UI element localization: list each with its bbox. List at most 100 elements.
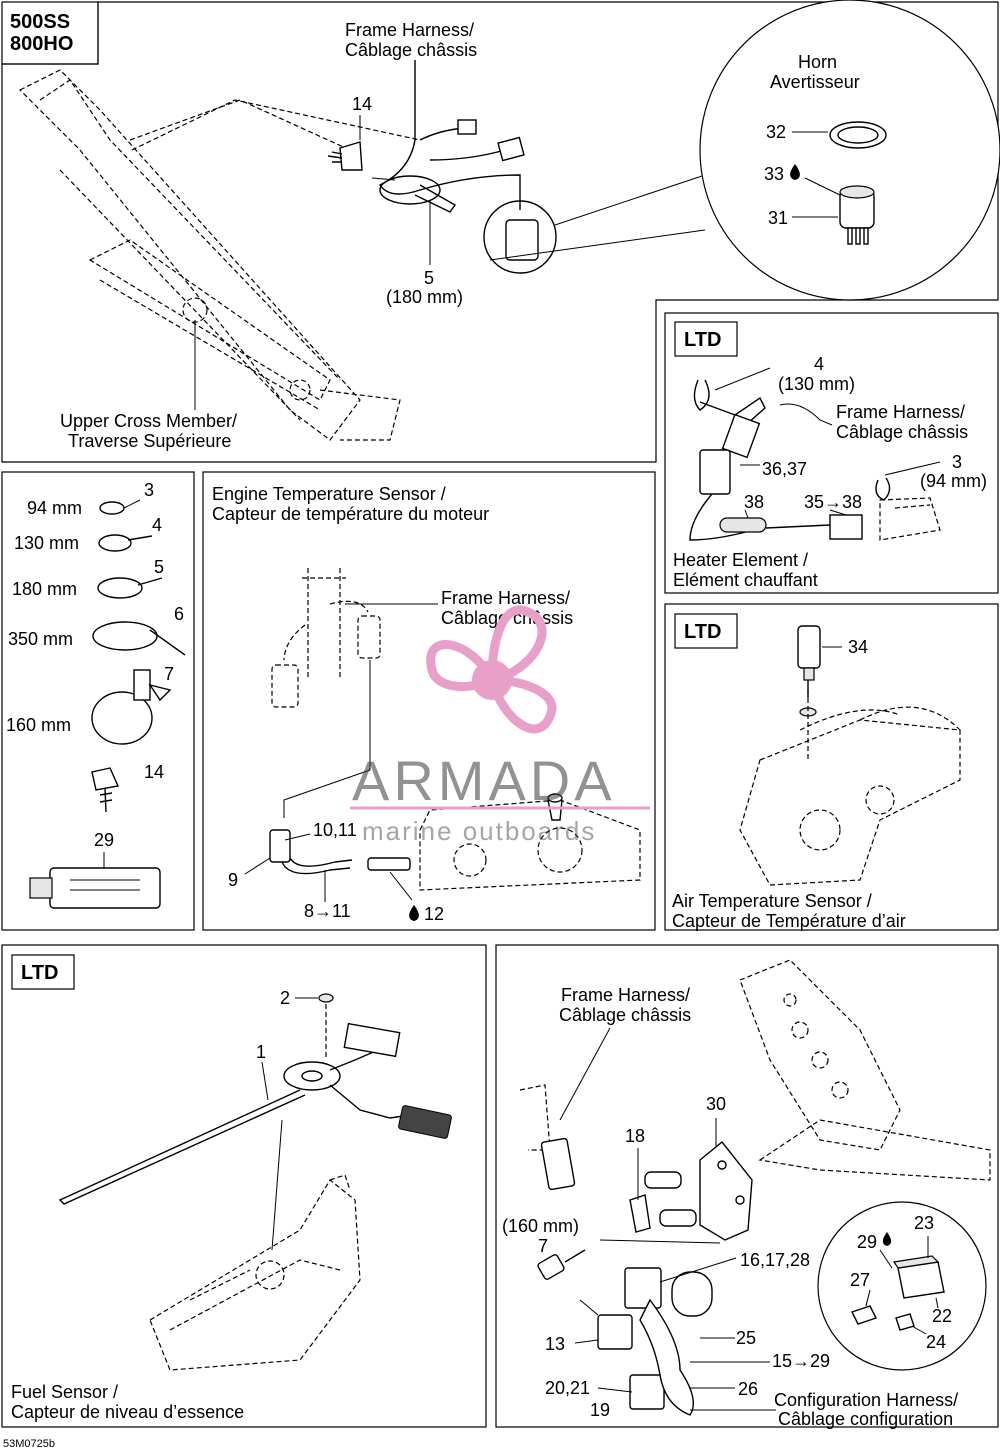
config-title-fr: Câblage configuration [778, 1409, 953, 1429]
watermark-brand: ARMADA [352, 749, 616, 812]
tie-5-length: 180 mm [12, 579, 77, 599]
cross-member-label-fr: Traverse Supérieure [68, 431, 231, 451]
fuel-title-en: Fuel Sensor / [11, 1382, 118, 1402]
fuel-ltd-badge: LTD [21, 962, 58, 984]
callout-8-11: 8→11 [304, 901, 351, 921]
document-code: 53M0725b [3, 1438, 55, 1450]
callout-30: 30 [706, 1094, 726, 1114]
horn-title-en: Horn [798, 52, 837, 72]
callout-10-11: 10,11 [313, 820, 357, 840]
fuel-sensor-drawing [58, 993, 452, 1371]
armada-watermark: ARMADA marine outboards [350, 605, 650, 846]
watermark-tagline: marine outboards [362, 816, 596, 846]
tie-3-number: 3 [144, 480, 154, 500]
config-frame-drawing [519, 959, 991, 1181]
callout-22: 22 [932, 1306, 952, 1326]
heater-harness-en: Frame Harness/ [836, 402, 965, 422]
callout-13: 13 [545, 1334, 565, 1354]
callout-2: 2 [280, 988, 290, 1008]
callout-19: 19 [590, 1400, 610, 1420]
config-harness-fr: Câblage châssis [559, 1005, 691, 1025]
heater-panel: LTD 4 (130 mm) Frame Harness/ Câblage ch… [664, 312, 999, 594]
engine-sensor-drawing [269, 793, 641, 891]
callout-7-length: (160 mm) [502, 1216, 579, 1236]
fuel-title-fr: Capteur de niveau d’essence [11, 1402, 244, 1422]
callout-14: 14 [352, 94, 372, 114]
callout-36-37: 36,37 [762, 459, 807, 479]
callout-25: 25 [736, 1328, 756, 1348]
frame-harness-label-fr: Câblage châssis [345, 40, 477, 60]
callout-5: 5 [424, 268, 434, 288]
callout-33: 33 [764, 164, 784, 184]
cable-ties-panel: 94 mm 3 130 mm 4 180 mm 5 350 mm 6 160 m… [1, 471, 195, 931]
cable-tie-350-icon [92, 621, 158, 651]
sealant-drop-icon [409, 905, 419, 921]
heater-drawing [689, 379, 941, 541]
engine-harness-drawing [271, 568, 381, 708]
frame-harness-label-en: Frame Harness/ [345, 20, 474, 40]
callout-9: 9 [228, 870, 238, 890]
cable-tie-94-icon [99, 501, 125, 515]
frame-harness-drawing [378, 60, 557, 274]
callout-3-length: (94 mm) [920, 471, 987, 491]
cable-tie-180-icon [97, 577, 143, 599]
horn-title-fr: Avertisseur [770, 72, 860, 92]
horn-detail: Horn Avertisseur 32 33 31 [699, 0, 1000, 301]
callout-5-length: (180 mm) [386, 287, 463, 307]
engine-title-en: Engine Temperature Sensor / [212, 484, 446, 504]
config-bracket-drawing [537, 1137, 753, 1416]
frame-panel: 500SS 800HO [1, 1, 999, 463]
callout-24: 24 [926, 1332, 946, 1352]
config-title-en: Configuration Harness/ [774, 1390, 958, 1410]
tie-6-number: 6 [174, 604, 184, 624]
callout-12: 12 [424, 904, 444, 924]
callout-1: 1 [256, 1042, 266, 1062]
heater-ltd-badge: LTD [684, 329, 721, 351]
tie-4-number: 4 [152, 515, 162, 535]
callout-38: 38 [744, 492, 764, 512]
config-panel: Frame Harness/ Câblage châssis [495, 944, 999, 1429]
screw-14-icon [327, 141, 363, 171]
callout-15-29: 15→29 [772, 1351, 830, 1371]
callout-31: 31 [768, 208, 788, 228]
air-title-en: Air Temperature Sensor / [672, 891, 872, 911]
relay-detail: 29 23 27 22 24 [817, 1201, 987, 1371]
cross-member-label-en: Upper Cross Member/ [60, 411, 237, 431]
callout-32: 32 [766, 122, 786, 142]
cable-tie-160-mount-icon [91, 691, 153, 745]
tie-3-length: 94 mm [27, 498, 82, 518]
config-harness-en: Frame Harness/ [561, 985, 690, 1005]
air-temp-panel: LTD 34 Air Temperature Sensor / Capteur … [664, 603, 999, 931]
callout-20-21: 20,21 [545, 1378, 590, 1398]
sealant-drop-icon [790, 164, 800, 180]
horn-ring-icon [829, 121, 887, 149]
callout-35-38: 35→38 [804, 492, 862, 512]
fuel-panel: LTD 2 1 Fuel Sensor / Capteur de niveau … [1, 944, 487, 1428]
callout-26: 26 [738, 1379, 758, 1399]
heater-harness-fr: Câblage châssis [836, 422, 968, 442]
cable-tie-130-icon [98, 534, 132, 552]
callout-3: 3 [952, 452, 962, 472]
callout-29-relay: 29 [857, 1232, 877, 1252]
upper-cross-member-drawing [18, 69, 401, 441]
callout-4: 4 [814, 354, 824, 374]
sealant-tube-icon [29, 867, 161, 909]
callout-27: 27 [850, 1270, 870, 1290]
callout-14-ties: 14 [144, 762, 164, 782]
engine-temp-panel: Engine Temperature Sensor / Capteur de t… [202, 471, 656, 931]
tie-5-number: 5 [154, 557, 164, 577]
model-badge-line1: 500SS [10, 11, 70, 33]
callout-34: 34 [848, 637, 868, 657]
tie-4-length: 130 mm [14, 533, 79, 553]
callout-18: 18 [625, 1126, 645, 1146]
air-ltd-badge: LTD [684, 621, 721, 643]
engine-title-fr: Capteur de température du moteur [212, 504, 489, 524]
tie-7-length: 160 mm [6, 715, 71, 735]
engine-harness-en: Frame Harness/ [441, 588, 570, 608]
air-sensor-drawing [739, 625, 961, 886]
callout-4-length: (130 mm) [778, 374, 855, 394]
callout-29-ties: 29 [94, 830, 114, 850]
tie-7-number: 7 [164, 664, 174, 684]
screw-14-ties-icon [91, 767, 120, 813]
